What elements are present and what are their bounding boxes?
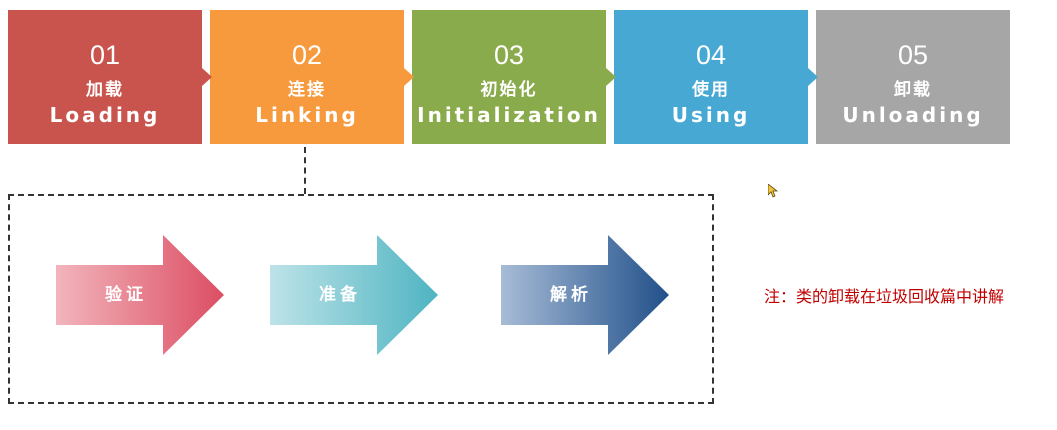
linking-connector-line [304, 147, 306, 194]
arrow-label: 解析 [550, 285, 592, 305]
stage-title-en: Unloading [842, 103, 984, 127]
arrow-shape [56, 235, 224, 355]
stage-number: 05 [897, 40, 929, 70]
mouse-pointer-icon [767, 183, 779, 202]
stage-title-cn: 使用 [692, 80, 730, 100]
arrow-shape [270, 235, 438, 355]
stage-number: 01 [89, 40, 121, 70]
stage-title-en: Linking [255, 103, 359, 127]
stage-connector-notch [202, 68, 212, 86]
arrow-label: 准备 [319, 285, 361, 305]
stage-number: 03 [493, 40, 525, 70]
stage-title-cn: 加载 [86, 80, 124, 100]
arrow-verification: 验证 [56, 235, 226, 355]
stage-title-en: Initialization [417, 103, 601, 127]
arrow-label: 验证 [105, 285, 147, 305]
stage-linking: 02 连接 Linking [210, 10, 404, 144]
stage-unloading: 05 卸载 Unloading [816, 10, 1010, 144]
stage-number: 04 [695, 40, 727, 70]
arrow-preparation: 准备 [270, 235, 440, 355]
stage-connector-notch [606, 68, 616, 86]
stage-number: 02 [291, 40, 323, 70]
stage-connector-notch [808, 68, 818, 86]
stage-connector-notch [404, 68, 414, 86]
arrow-resolution: 解析 [501, 235, 671, 355]
arrow-shape [501, 235, 669, 355]
stage-title-cn: 初始化 [480, 80, 538, 100]
stage-title-en: Using [671, 103, 751, 127]
stage-initialization: 03 初始化 Initialization [412, 10, 606, 144]
stage-title-en: Loading [49, 103, 161, 127]
stage-using: 04 使用 Using [614, 10, 808, 144]
stage-title-cn: 卸载 [894, 80, 932, 100]
stage-loading: 01 加载 Loading [8, 10, 202, 144]
linking-detail-box [8, 194, 714, 404]
stage-title-cn: 连接 [288, 80, 326, 100]
unloading-note: 注：类的卸载在垃圾回收篇中讲解 [764, 287, 1005, 306]
